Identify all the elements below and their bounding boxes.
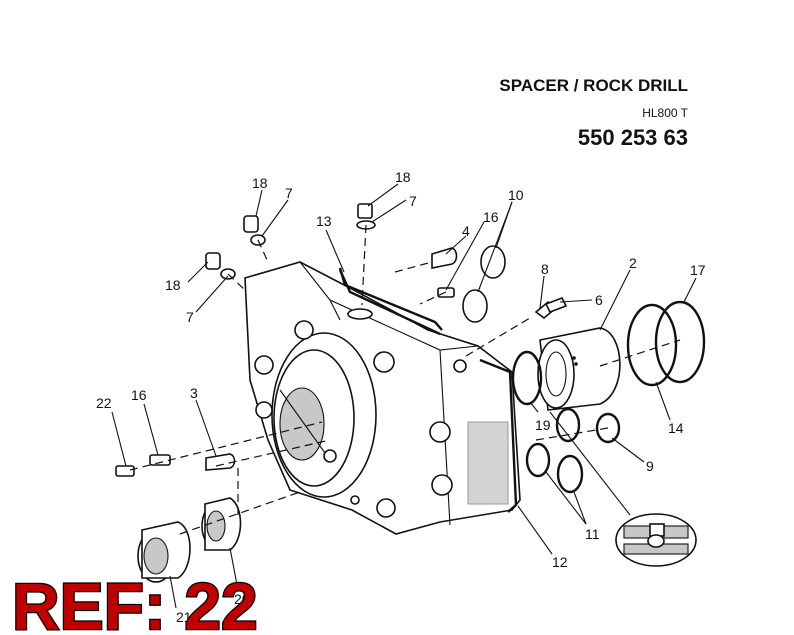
callout-7: 7 <box>409 193 417 209</box>
callout-21: 21 <box>176 609 192 625</box>
spacer-housing <box>244 261 521 535</box>
sleeve-20 <box>206 510 226 542</box>
assembly-lines <box>129 224 681 535</box>
o-ring-11b <box>556 454 584 494</box>
callout-22: 22 <box>96 395 112 411</box>
model-label: HL800 T <box>642 106 688 120</box>
gaskets <box>338 267 518 513</box>
top-port <box>347 308 373 320</box>
side-port <box>453 359 467 373</box>
fitting-6 <box>544 296 568 314</box>
seal-10b <box>462 289 488 323</box>
callout-3: 3 <box>190 385 198 401</box>
o-ring-19 <box>511 350 543 406</box>
gasket-12 <box>479 358 518 513</box>
ref-label: REF: 22 <box>12 569 258 635</box>
callout-13: 13 <box>316 213 332 229</box>
sleeve-21 <box>143 537 169 575</box>
callout-12: 12 <box>552 554 568 570</box>
callout-6: 6 <box>595 292 603 308</box>
callout-16: 16 <box>131 387 147 403</box>
left-parts <box>115 453 242 583</box>
o-ring-9a <box>555 407 581 443</box>
bolt-hole <box>429 421 451 443</box>
callout-4: 4 <box>462 223 470 239</box>
callout-11: 11 <box>585 526 600 542</box>
callout-14: 14 <box>668 420 684 436</box>
screw-22 <box>115 465 135 477</box>
part-number: 550 253 63 <box>577 125 688 150</box>
right-assembly <box>462 245 706 494</box>
bolt-hole <box>254 355 274 375</box>
leader-lines <box>111 183 697 609</box>
label-plate <box>467 421 509 505</box>
o-ring-14 <box>626 303 678 387</box>
diagram-title: SPACER / ROCK DRILL <box>499 76 688 95</box>
bolt-hole <box>431 474 453 496</box>
bolt-hole <box>323 449 337 463</box>
o-ring-11a <box>525 442 551 478</box>
bolt-hole <box>373 351 395 373</box>
callout-10: 10 <box>508 187 524 203</box>
bolt-hole <box>255 401 273 419</box>
callout-18: 18 <box>252 175 268 191</box>
callout-7: 7 <box>186 309 194 325</box>
callout-2: 2 <box>629 255 637 271</box>
o-ring-17 <box>654 300 706 384</box>
detail-inset <box>615 513 697 567</box>
pin-4 <box>431 247 458 269</box>
callout-18: 18 <box>395 169 411 185</box>
callout-8: 8 <box>541 261 549 277</box>
plug-18c <box>357 203 373 219</box>
callout-labels: 18 7 18 7 18 7 13 4 16 10 8 6 2 17 14 19… <box>96 169 706 625</box>
seal-10a <box>480 245 506 279</box>
callout-18: 18 <box>165 277 181 293</box>
pin-3 <box>205 453 236 471</box>
bolt-hole <box>376 498 396 518</box>
pin-hole <box>350 495 360 505</box>
plug-18a <box>243 215 259 233</box>
o-ring-9 <box>595 412 621 444</box>
callout-20: 20 <box>234 591 250 607</box>
screw-16b <box>149 454 171 466</box>
callout-16: 16 <box>483 209 499 225</box>
callout-17: 17 <box>690 262 706 278</box>
plug-18b <box>205 252 221 270</box>
callout-9: 9 <box>646 458 654 474</box>
bolt-hole <box>294 320 314 340</box>
callout-7: 7 <box>285 185 293 201</box>
callout-19: 19 <box>535 417 551 433</box>
